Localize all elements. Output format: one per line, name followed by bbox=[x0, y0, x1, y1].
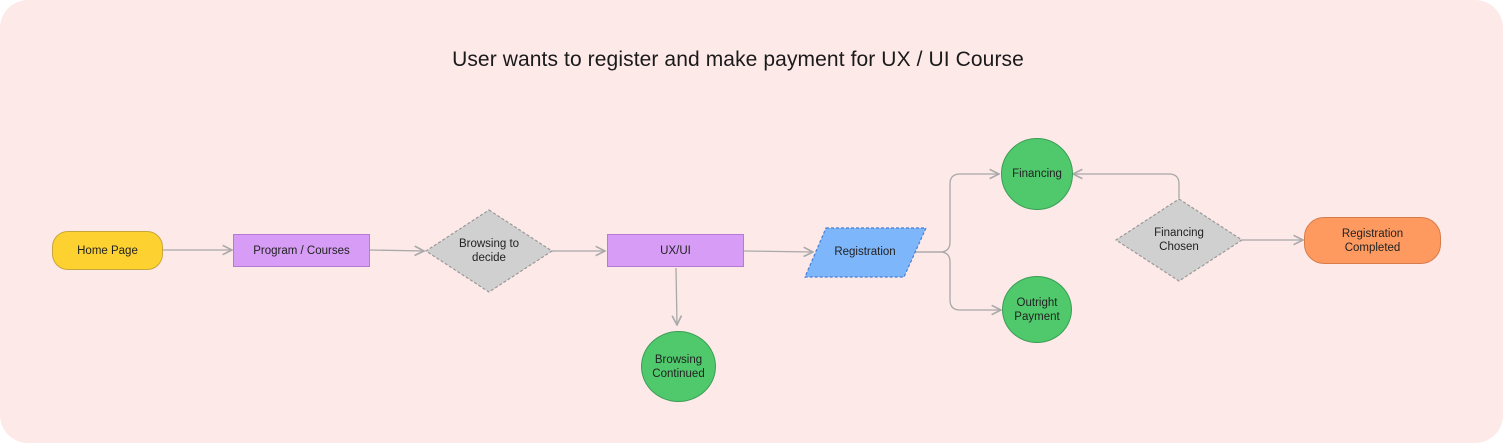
node-outright-payment-label: Outright Payment bbox=[1014, 296, 1060, 323]
node-registration-label-box: Registration bbox=[820, 236, 910, 268]
node-browsing-to-decide-label-box: Browsing to decide bbox=[448, 230, 530, 272]
node-browsing-continued[interactable]: Browsing Continued bbox=[641, 331, 716, 402]
connector-registration-to-outright bbox=[914, 251, 1001, 310]
node-program-courses-label: Program / Courses bbox=[253, 244, 350, 257]
node-browsing-continued-label: Browsing Continued bbox=[652, 353, 705, 380]
node-financing-chosen-label-box: Financing Chosen bbox=[1144, 219, 1214, 261]
node-browsing-to-decide-label: Browsing to decide bbox=[458, 238, 520, 264]
node-financing-chosen[interactable] bbox=[1114, 198, 1244, 282]
node-ux-ui[interactable]: UX/UI bbox=[607, 234, 744, 267]
connector-financing-chosen-to-financing bbox=[1073, 174, 1180, 198]
node-financing-chosen-label: Financing Chosen bbox=[1154, 227, 1204, 253]
node-browsing-to-decide[interactable] bbox=[424, 209, 554, 293]
connector-uxui-to-registration bbox=[743, 251, 813, 252]
node-home-page-label: Home Page bbox=[77, 244, 138, 257]
node-outright-payment[interactable]: Outright Payment bbox=[1002, 276, 1072, 343]
connector-program-to-browsing bbox=[369, 250, 424, 251]
diagram-title: User wants to register and make payment … bbox=[452, 48, 1024, 71]
node-financing[interactable]: Financing bbox=[1001, 138, 1073, 210]
node-financing-label: Financing bbox=[1012, 168, 1062, 180]
node-registration-completed[interactable]: Registration Completed bbox=[1304, 217, 1441, 264]
connector-uxui-to-browsing-continued bbox=[676, 267, 677, 325]
node-program-courses[interactable]: Program / Courses bbox=[233, 234, 370, 267]
node-home-page[interactable]: Home Page bbox=[52, 231, 163, 270]
node-registration[interactable] bbox=[804, 227, 928, 278]
node-registration-completed-label: Registration Completed bbox=[1341, 227, 1404, 254]
node-registration-label: Registration bbox=[834, 246, 896, 258]
node-ux-ui-label: UX/UI bbox=[660, 244, 691, 257]
connector-registration-to-financing bbox=[914, 174, 999, 253]
